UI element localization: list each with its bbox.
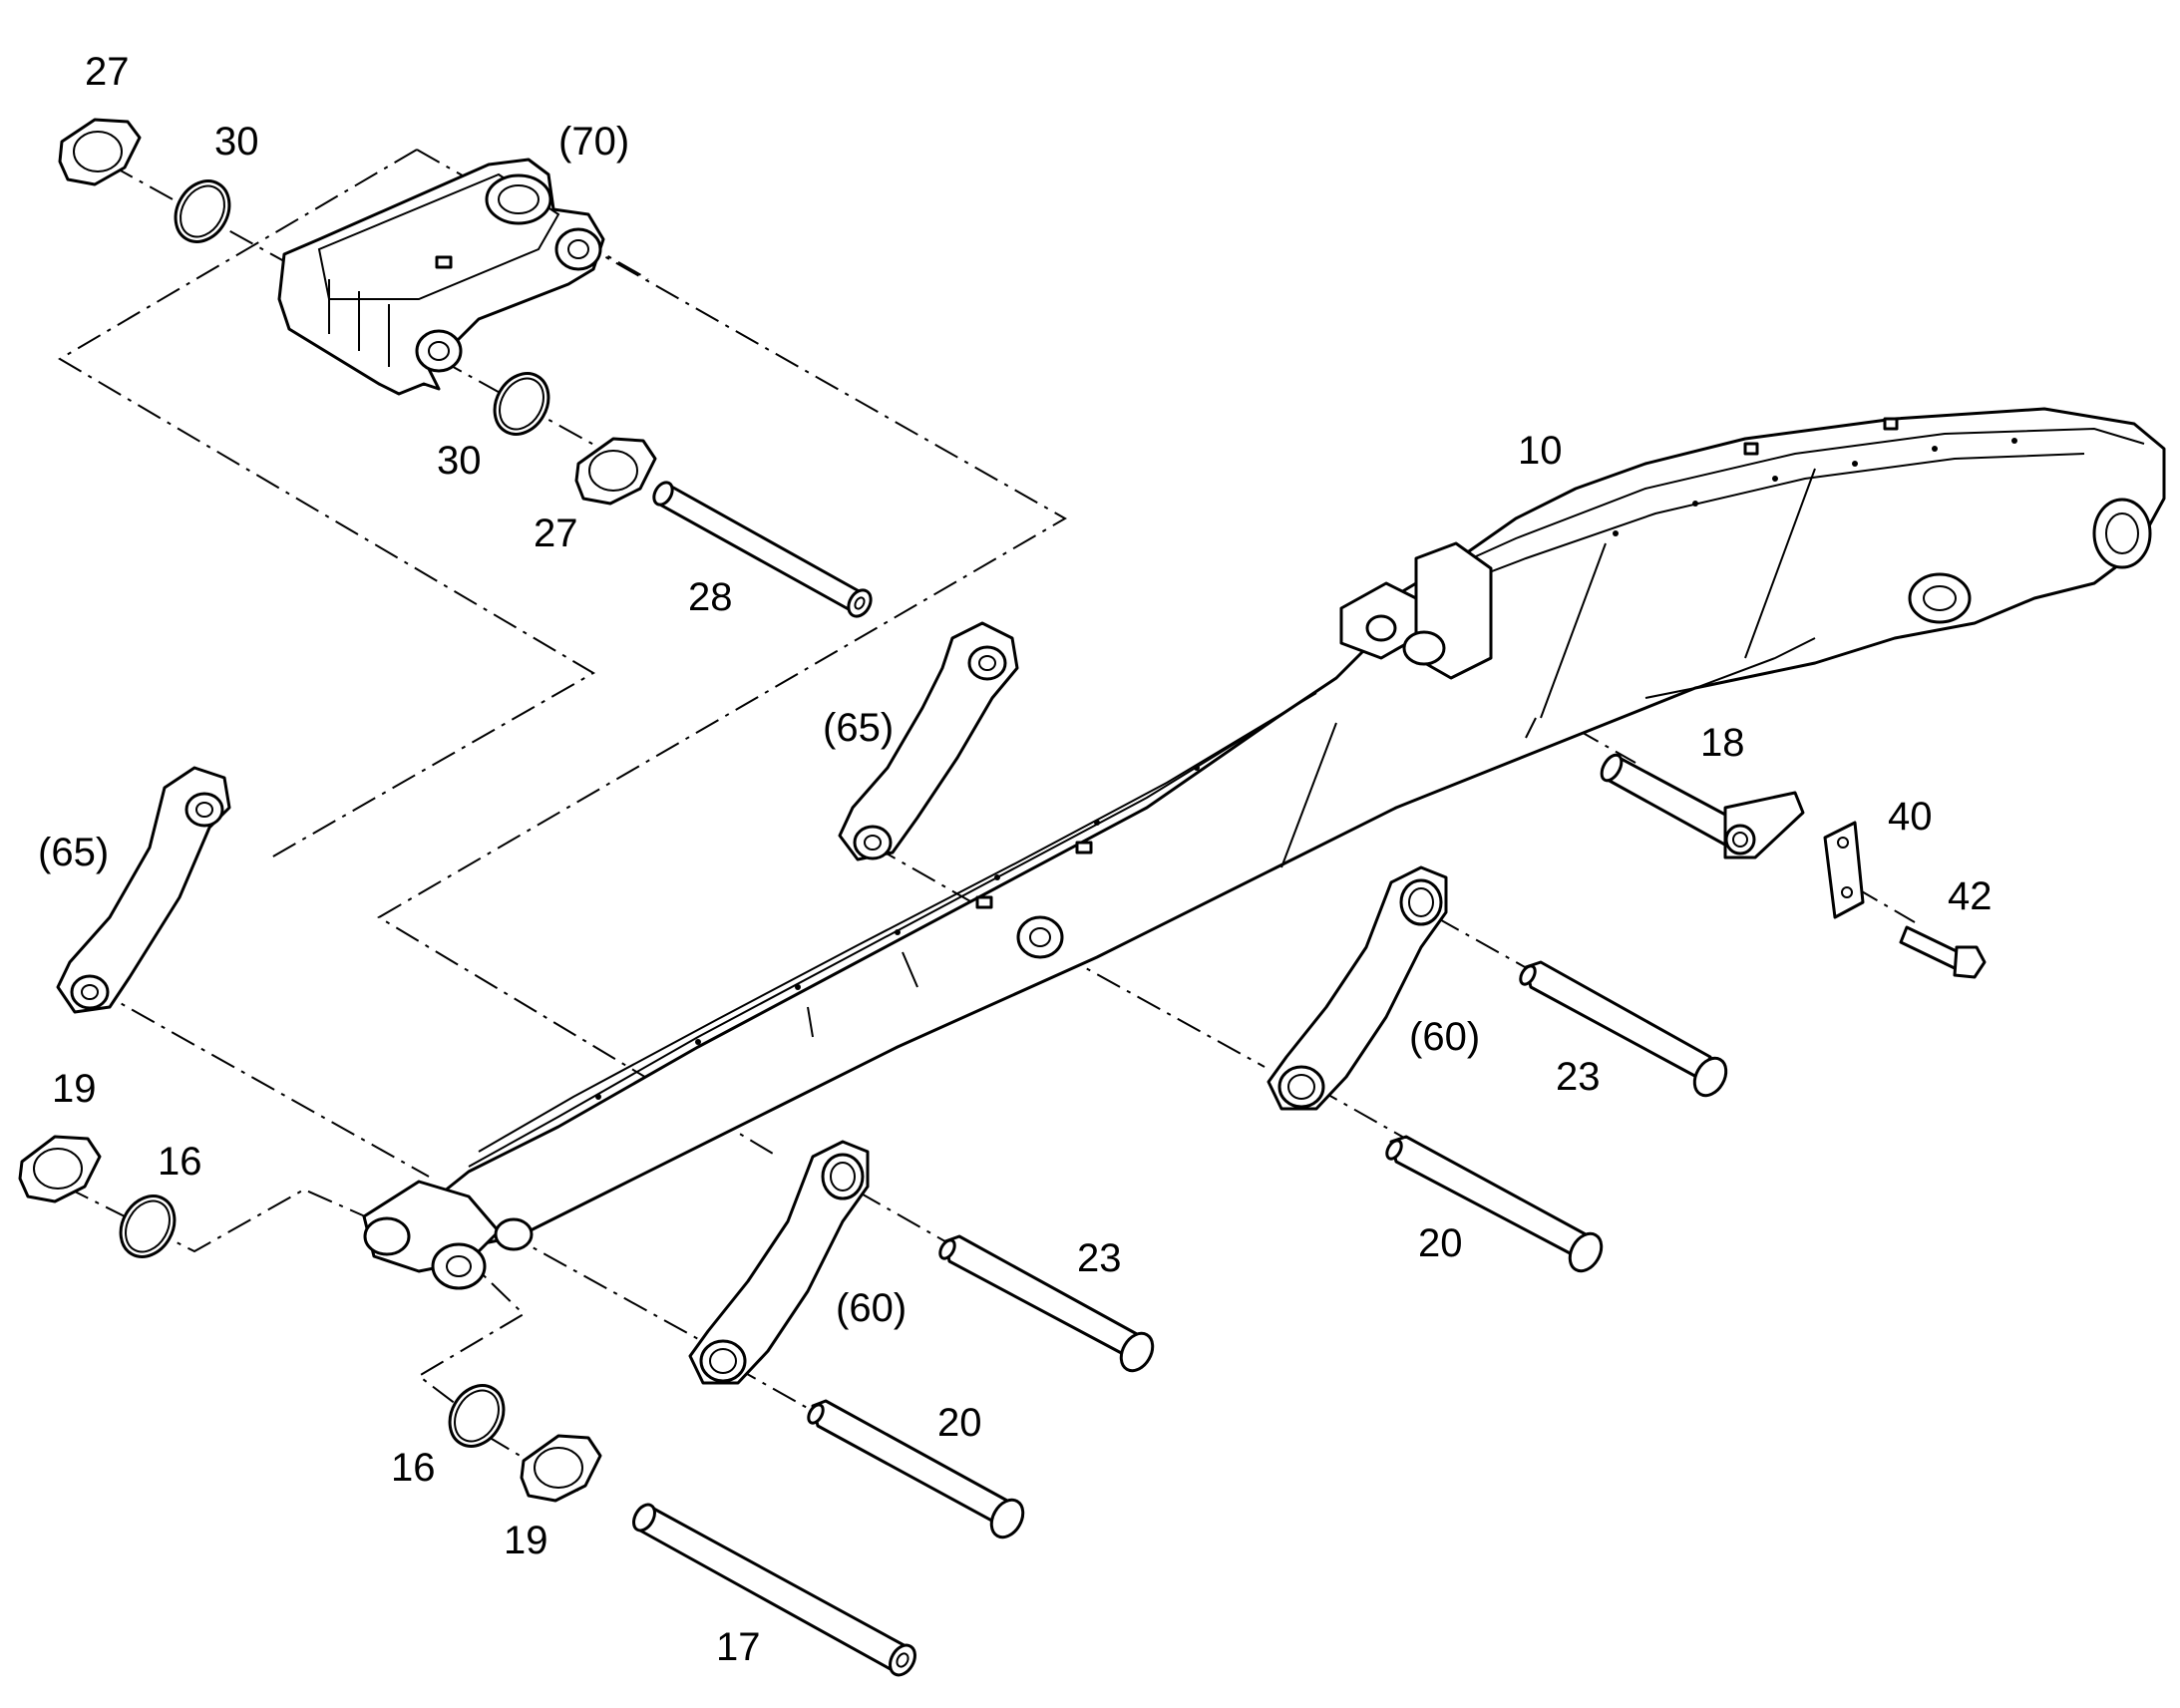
label-16-bottom: 16: [391, 1446, 436, 1490]
retainer-27-lower: [574, 437, 657, 506]
pin-28: [652, 481, 873, 618]
retainer-27-top: [58, 118, 142, 186]
label-23-left: 23: [1077, 1236, 1122, 1280]
label-65-right: (65): [823, 706, 894, 750]
label-42: 42: [1948, 874, 1993, 918]
label-10: 10: [1518, 429, 1563, 473]
link-60-left: [688, 1140, 870, 1385]
rings: [119, 179, 550, 1448]
label-19-bottom: 19: [504, 1519, 548, 1562]
label-60-right: (60): [1409, 1015, 1480, 1059]
label-27-top: 27: [85, 50, 130, 94]
pin-18: [1600, 753, 1805, 859]
plate-40: [1823, 821, 1865, 919]
retainer-19-left: [18, 1135, 102, 1203]
pin-23-left: [938, 1234, 1155, 1373]
label-27-mid: 27: [534, 512, 578, 555]
label-23-right: 23: [1556, 1055, 1601, 1099]
link-70: [277, 158, 605, 396]
label-70: (70): [558, 120, 629, 164]
part-labels: 27 30 (70) 30 27 28 10 (65) (65) 18 40 4…: [38, 50, 1993, 1669]
label-20-right: 20: [1418, 1221, 1463, 1265]
main-arm: [362, 407, 2166, 1290]
label-18: 18: [1700, 721, 1745, 765]
link-65-right: [838, 621, 1019, 861]
bolt-42: [1899, 925, 1987, 979]
label-28: 28: [688, 575, 733, 619]
label-20-left: 20: [937, 1401, 982, 1445]
link-60-right: [1267, 865, 1448, 1111]
label-65-left: (65): [38, 831, 109, 874]
label-60-left: (60): [836, 1286, 907, 1330]
label-40: 40: [1888, 795, 1933, 839]
label-30-top: 30: [214, 120, 259, 164]
retainer-19-bottom: [520, 1434, 602, 1503]
label-17: 17: [716, 1625, 761, 1669]
pin-17: [632, 1503, 916, 1677]
label-19-left: 19: [52, 1067, 97, 1111]
pin-23-right: [1519, 960, 1728, 1098]
pin-20-right: [1385, 1135, 1604, 1273]
pin-20-left: [807, 1399, 1025, 1539]
label-30-mid: 30: [437, 439, 482, 483]
label-16-left: 16: [158, 1140, 202, 1184]
link-65-left: [56, 766, 231, 1014]
